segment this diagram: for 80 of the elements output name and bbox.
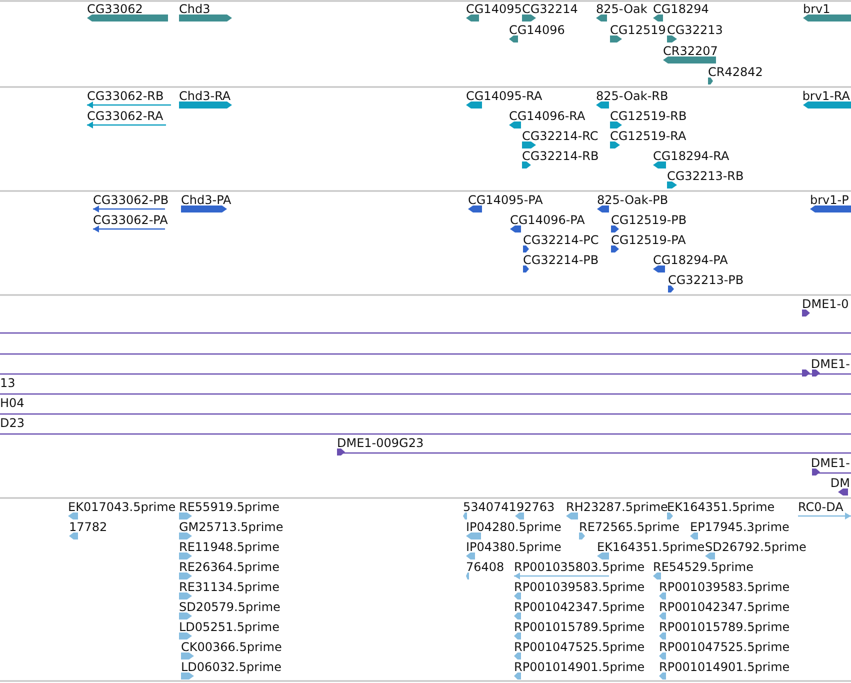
feature-label: CG14095-PA bbox=[468, 193, 543, 207]
feature-label: DME1- bbox=[810, 357, 850, 371]
feature-label: CG33062-RB bbox=[87, 89, 164, 103]
feature-label: LD05251.5prime bbox=[179, 620, 280, 634]
feature-label: RE55919.5prime bbox=[179, 500, 280, 514]
feature-label: CG33062-PB bbox=[93, 193, 169, 207]
feature-label: SD26792.5prime bbox=[705, 540, 806, 554]
feature-label: RP001015789.5prime bbox=[659, 620, 790, 634]
feature-label: RP001047525.5prime bbox=[659, 640, 790, 654]
feature-label: CG14096-RA bbox=[509, 109, 586, 123]
feature-label: CK00366.5prime bbox=[181, 640, 282, 654]
feature-label: RP001047525.5prime bbox=[514, 640, 645, 654]
feature-label: RP001039583.5prime bbox=[514, 580, 645, 594]
feature-label: CG18294-PA bbox=[653, 253, 728, 267]
feature-label: CG32213-RB bbox=[667, 169, 744, 183]
feature-label: DME1-0 bbox=[802, 297, 849, 311]
feature-label: CG12519 bbox=[610, 23, 666, 37]
feature-label: RE72565.5prime bbox=[579, 520, 680, 534]
feature-label: RE54529.5prime bbox=[653, 560, 754, 574]
feature-label: CG33062-PA bbox=[93, 213, 168, 227]
feature-label: 825-Oak-RB bbox=[596, 89, 668, 103]
feature-label: CR32207 bbox=[663, 44, 718, 58]
feature-label: CG12519-PA bbox=[611, 233, 686, 247]
feature-label: brv1-P bbox=[810, 193, 849, 207]
feature-label: CG33062-RA bbox=[87, 109, 164, 123]
feature-label: CG14095-RA bbox=[466, 89, 542, 103]
feature-label: CG32214-PB bbox=[523, 253, 599, 267]
feature-label: RE31134.5prime bbox=[179, 580, 280, 594]
feature-label: IP04280.5prime bbox=[466, 520, 562, 534]
feature-label: CG32214 bbox=[522, 2, 578, 16]
feature-label: brv1-RA bbox=[802, 89, 850, 103]
feature-label: EK164351.5prime bbox=[667, 500, 775, 514]
feature-label: CG14095 bbox=[466, 2, 522, 16]
feature-label: GM25713.5prime bbox=[179, 520, 284, 534]
feature-label: CG32214-RC bbox=[522, 129, 598, 143]
feature-label: CG12519-RB bbox=[610, 109, 687, 123]
feature-label: CG12519-PB bbox=[611, 213, 687, 227]
feature-label: DME1-009G23 bbox=[337, 436, 424, 450]
feature-label: RP001035803.5prime bbox=[514, 560, 645, 574]
feature-label: CG14096 bbox=[509, 23, 565, 37]
feature-label: Chd3-PA bbox=[181, 193, 232, 207]
feature-label: RH23287.5prime bbox=[566, 500, 668, 514]
feature-label: 825-Oak-PB bbox=[597, 193, 668, 207]
feature-label: CG18294-RA bbox=[653, 149, 730, 163]
feature-label: brv1 bbox=[803, 2, 830, 16]
feature-label: 13 bbox=[0, 376, 16, 390]
feature-label: 534074192763 bbox=[463, 500, 555, 514]
feature-label: CG32214-RB bbox=[522, 149, 599, 163]
feature-label: RP001039583.5prime bbox=[659, 580, 790, 594]
feature-label: 76408 bbox=[466, 560, 504, 574]
feature-label: DME1- bbox=[810, 456, 850, 470]
feature-label: CG32214-PC bbox=[523, 233, 599, 247]
feature-label: H04 bbox=[0, 396, 24, 410]
feature-label: CG33062 bbox=[87, 2, 143, 16]
feature-label: 825-Oak bbox=[596, 2, 648, 16]
feature-label: RE26364.5prime bbox=[179, 560, 280, 574]
feature-label: D23 bbox=[0, 416, 25, 430]
feature-label: IP04380.5prime bbox=[466, 540, 562, 554]
feature-label: CG18294 bbox=[653, 2, 709, 16]
feature-label: CR42842 bbox=[708, 65, 763, 79]
feature-label: Chd3 bbox=[179, 2, 210, 16]
feature-label: CG32213 bbox=[667, 23, 723, 37]
feature-label: EK017043.5prime bbox=[68, 500, 176, 514]
feature-label: RP001014901.5prime bbox=[514, 660, 645, 674]
feature-label: CG12519-RA bbox=[610, 129, 686, 143]
feature-label: RC0-DA bbox=[798, 500, 844, 514]
feature-label: CG14096-PA bbox=[510, 213, 585, 227]
feature-label: RP001014901.5prime bbox=[659, 660, 790, 674]
feature-label: EP17945.3prime bbox=[690, 520, 790, 534]
feature-label: RE11948.5prime bbox=[179, 540, 280, 554]
feature-label: 17782 bbox=[69, 520, 108, 534]
feature-label: SD20579.5prime bbox=[179, 600, 280, 614]
feature-label: RP001042347.5prime bbox=[659, 600, 790, 614]
feature-label: LD06032.5prime bbox=[181, 660, 282, 674]
feature-label: DM bbox=[830, 476, 850, 490]
feature-label: RP001042347.5prime bbox=[514, 600, 645, 614]
feature-label: Chd3-RA bbox=[179, 89, 231, 103]
feature-label: CG32213-PB bbox=[668, 273, 744, 287]
feature-label: EK164351.5prime bbox=[597, 540, 705, 554]
feature-label: RP001015789.5prime bbox=[514, 620, 645, 634]
